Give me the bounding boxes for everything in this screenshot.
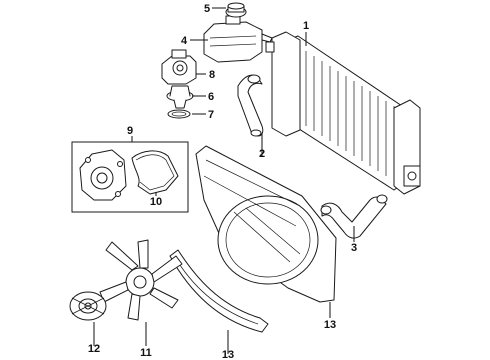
lower-fan-shroud xyxy=(169,249,269,333)
callout-3: 3 xyxy=(351,242,357,254)
leader-lines xyxy=(93,7,355,354)
callout-13-fan-shroud: 13 xyxy=(324,319,336,331)
thermostat-housing xyxy=(161,49,197,85)
callout-7: 7 xyxy=(208,109,214,121)
callout-5: 5 xyxy=(204,3,210,15)
callout-13-lower-shroud: 13 xyxy=(222,349,234,360)
coolant-reservoir xyxy=(203,15,273,63)
lower-radiator-hose xyxy=(320,194,388,239)
cooling-fan-blade xyxy=(99,239,183,321)
callout-12: 12 xyxy=(88,343,100,355)
fan-shroud xyxy=(195,145,337,303)
callout-10: 10 xyxy=(150,196,162,208)
callout-1: 1 xyxy=(303,20,309,32)
thermostat-gasket xyxy=(167,109,191,119)
upper-radiator-hose xyxy=(237,74,264,137)
fan-clutch xyxy=(69,291,107,321)
callout-8: 8 xyxy=(209,69,215,81)
callout-11: 11 xyxy=(140,347,152,359)
callouts: 1 2 3 4 5 6 7 8 9 10 11 12 13 13 xyxy=(88,3,357,360)
radiator xyxy=(265,31,421,195)
reservoir-cap xyxy=(225,2,247,18)
callout-9: 9 xyxy=(127,125,133,137)
callout-6: 6 xyxy=(208,91,214,103)
callout-2: 2 xyxy=(259,148,265,160)
thermostat xyxy=(166,85,194,109)
callout-4: 4 xyxy=(181,35,188,47)
water-pump-assembly-box xyxy=(71,141,189,213)
